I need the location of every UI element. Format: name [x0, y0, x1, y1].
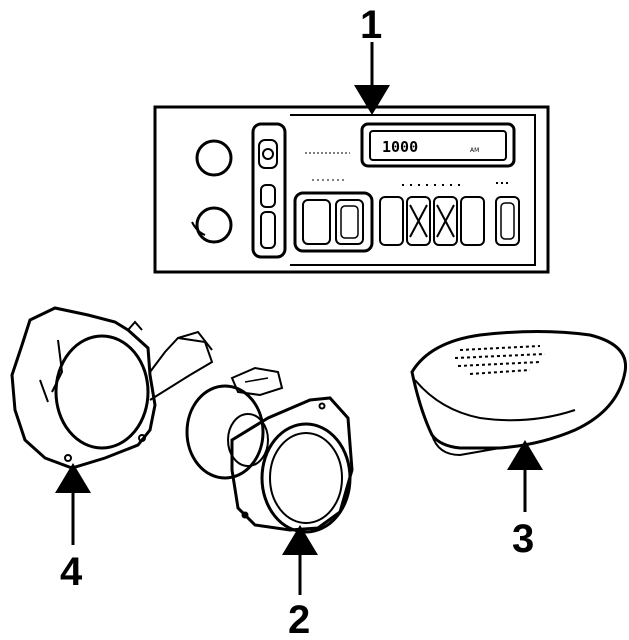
band-indicator-text: AM: [470, 147, 479, 154]
bracket-strap: [149, 336, 214, 401]
volume-knob: [195, 139, 233, 177]
callout-label-3: 3: [512, 517, 534, 561]
preset-button-bank: [293, 191, 374, 253]
bracket-opening: [54, 334, 150, 450]
radio-receiver-part-1: 1000 AM: [153, 105, 550, 274]
speaker-back-cover: [185, 384, 265, 480]
callout-label-1: 1: [360, 3, 382, 47]
callout-label-4: 4: [60, 550, 83, 594]
frequency-display-text: 1000: [382, 138, 418, 156]
preset-button-4: [460, 196, 485, 246]
speaker-grille-part-3: [410, 330, 628, 457]
speaker-cone: [260, 422, 352, 534]
speaker-bracket-part-4: [10, 306, 214, 470]
speaker-frame: [230, 396, 354, 532]
tuning-knob: [195, 206, 233, 244]
preset-button-3: [433, 196, 458, 246]
preset-button-1: [379, 196, 404, 246]
frequency-display-frame: [360, 122, 516, 168]
speaker-connector: [230, 366, 284, 397]
preset-button-2: [406, 196, 431, 246]
left-button-column: [251, 122, 287, 259]
grille-perforations: [454, 345, 546, 375]
grille-outline: [410, 330, 628, 450]
callout-label-2: 2: [288, 598, 310, 640]
speaker-part-2: [185, 366, 354, 534]
preset-button-5: [495, 196, 520, 246]
